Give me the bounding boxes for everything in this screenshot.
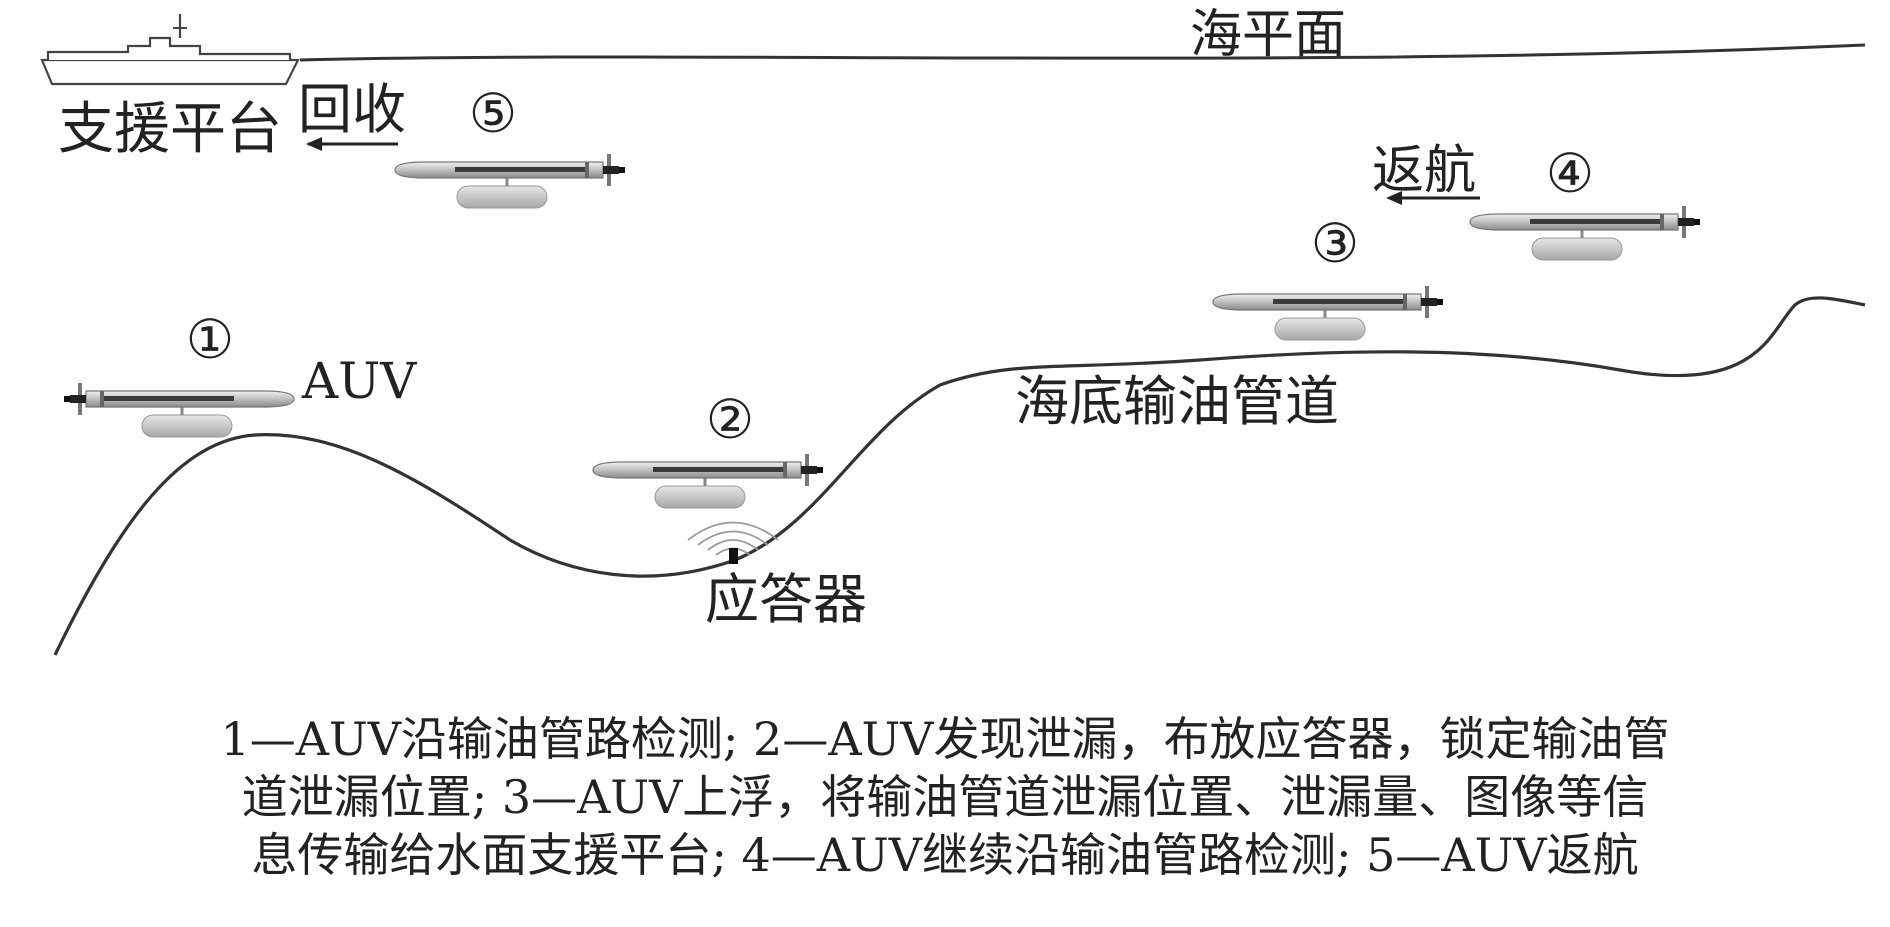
seabed-pipeline-line (53, 296, 1866, 656)
auv-label: AUV (301, 352, 417, 410)
return-label: 返航 (1372, 141, 1476, 201)
stage-marker-3: ③ (1311, 212, 1359, 275)
transponder-icon (687, 521, 779, 564)
auv-stage-1-icon (62, 381, 296, 439)
stage-marker-2: ② (706, 388, 754, 451)
return-arrow (1386, 191, 1480, 205)
ship-icon (40, 14, 300, 86)
sea-level-label: 海平面 (1190, 5, 1346, 65)
pipeline-label: 海底输油管道 (1015, 370, 1339, 433)
caption-line-1: 1—AUV沿输油管路检测; 2—AUV发现泄漏，布放应答器，锁定输油管 (220, 712, 1670, 766)
transponder-label: 应答器 (705, 568, 867, 631)
auv-stage-3-icon (1211, 284, 1445, 342)
stage-marker-5: ⑤ (469, 82, 517, 145)
stage-marker-4: ④ (1546, 142, 1594, 205)
stage-marker-1: ① (186, 308, 234, 371)
caption-line-3: 息传输给水面支援平台; 4—AUV继续沿输油管路检测; 5—AUV返航 (251, 828, 1639, 882)
auv-pipeline-diagram: 海平面 支援平台 回收 返航 AUV 海底输油管道 应答器 ① ② ③ ④ ⑤ (40, 5, 1866, 656)
auv-stage-5-icon (393, 152, 627, 210)
figure-caption: 1—AUV沿输油管路检测; 2—AUV发现泄漏，布放应答器，锁定输油管 道泄漏位… (30, 710, 1860, 884)
caption-line-2: 道泄漏位置; 3—AUV上浮，将输油管道泄漏位置、泄漏量、图像等信 (241, 770, 1649, 824)
support-platform-label: 支援平台 (58, 97, 282, 162)
recovery-label: 回收 (298, 78, 406, 141)
recovery-arrow (306, 137, 398, 151)
sea-surface-line (299, 43, 1866, 62)
auv-stage-4-icon (1468, 204, 1702, 262)
auv-stage-2-icon (591, 452, 825, 510)
